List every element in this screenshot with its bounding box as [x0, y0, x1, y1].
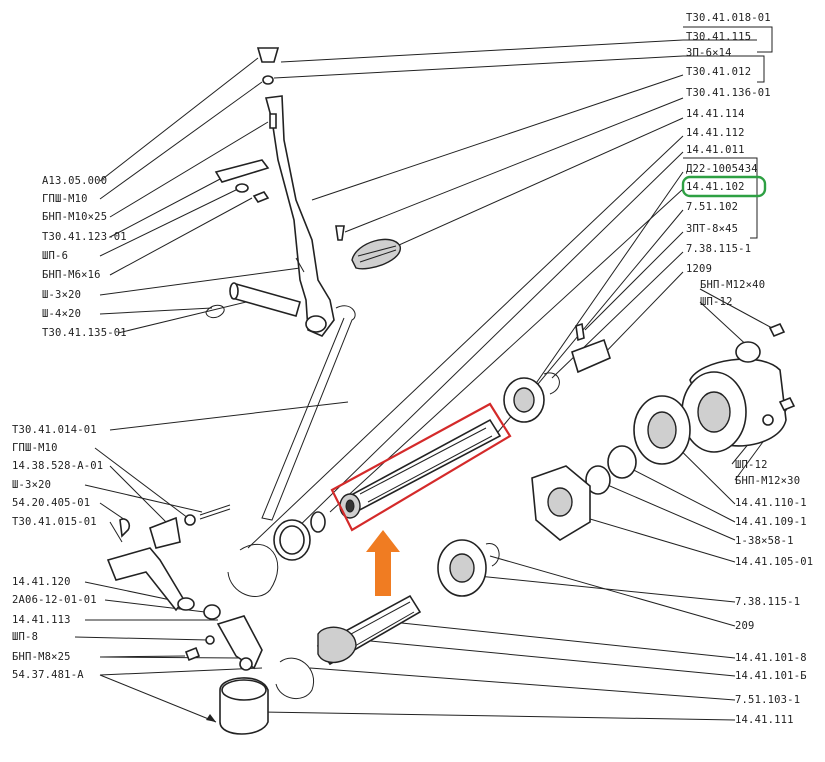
label-right-4: ТЗ0.41.012	[686, 66, 752, 78]
right-housing-assembly	[531, 322, 796, 541]
shaft-14-41-102	[339, 418, 502, 519]
label-right-24: 209	[735, 620, 755, 632]
label-left-19: ШП-8	[12, 631, 39, 643]
label-left-18: 14.41.113	[12, 614, 71, 626]
label-right-18: БНП-М12×30	[735, 475, 801, 487]
label-right-1: ТЗ0.41.018-01	[686, 12, 771, 24]
label-left-9: ТЗ0.41.135-01	[42, 327, 127, 339]
label-left-11: ГПШ-М10	[12, 442, 58, 454]
label-left-14: 54.20.405-01	[12, 497, 91, 509]
label-right-12: ЗПТ-8×45	[686, 223, 739, 235]
label-left-7: Ш-3×20	[42, 289, 82, 301]
label-right-27: 7.51.103-1	[735, 694, 801, 706]
label-right-16: ШП-12	[700, 296, 733, 308]
label-right-20: 14.41.109-1	[735, 516, 807, 528]
label-right-2: ТЗ0.41.115	[686, 31, 752, 43]
label-right-6: 14.41.114	[686, 108, 745, 120]
gear-lever-assembly	[205, 47, 401, 521]
label-left-5: ШП-6	[42, 250, 69, 262]
label-left-8: Ш-4×20	[42, 308, 82, 320]
label-right-19: 14.41.110-1	[735, 497, 807, 509]
label-left-10: ТЗ0.41.014-01	[12, 424, 97, 436]
lower-shaft-assembly	[275, 539, 500, 699]
red-highlight-box	[330, 402, 512, 532]
label-right-3: ЗП-6×14	[686, 47, 732, 59]
label-right-7: 14.41.112	[686, 127, 745, 139]
label-left-20: БНП-М8×25	[12, 651, 71, 663]
label-right-22: 14.41.105-01	[735, 556, 814, 568]
label-left-21: 54.37.481-А	[12, 669, 84, 681]
label-right-10: 14.41.102	[686, 181, 745, 193]
label-left-6: БНП-М6×16	[42, 269, 101, 281]
green-highlight-box	[681, 175, 767, 198]
label-left-13: Ш-3×20	[12, 479, 52, 491]
label-left-12: 14.38.528-А-01	[12, 460, 104, 472]
label-right-13: 7.38.115-1	[686, 243, 752, 255]
label-left-3: БНП-М10×25	[42, 211, 108, 223]
label-right-5: ТЗ0.41.136-01	[686, 87, 771, 99]
label-right-26: 14.41.101-Б	[735, 670, 807, 682]
label-right-28: 14.41.111	[735, 714, 794, 726]
orange-arrow-icon	[366, 530, 400, 596]
label-right-15: БНП-М12×40	[700, 279, 766, 291]
label-right-9: Д22-1005434	[686, 163, 758, 175]
highlight-markings	[330, 175, 767, 596]
label-right-23: 7.38.115-1	[735, 596, 801, 608]
label-left-2: ГПШ-М10	[42, 193, 88, 205]
label-left-16: 14.41.120	[12, 576, 71, 588]
label-right-17: ШП-12	[735, 459, 768, 471]
label-right-25: 14.41.101-8	[735, 652, 807, 664]
left-linkage-assembly	[106, 504, 269, 735]
label-left-15: ТЗ0.41.015-01	[12, 516, 97, 528]
label-right-21: 1-38×58-1	[735, 535, 794, 547]
label-left-1: А13.05.000	[42, 175, 108, 187]
label-left-17: 2А06-12-01-01	[12, 594, 97, 606]
shaft-rings	[227, 322, 611, 597]
label-right-8: 14.41.011	[686, 144, 745, 156]
label-right-11: 7.51.102	[686, 201, 739, 213]
leader-lines-left	[74, 57, 349, 723]
label-left-4: ТЗ0.41.123-01	[42, 231, 127, 243]
label-right-14: 1209	[686, 263, 713, 275]
